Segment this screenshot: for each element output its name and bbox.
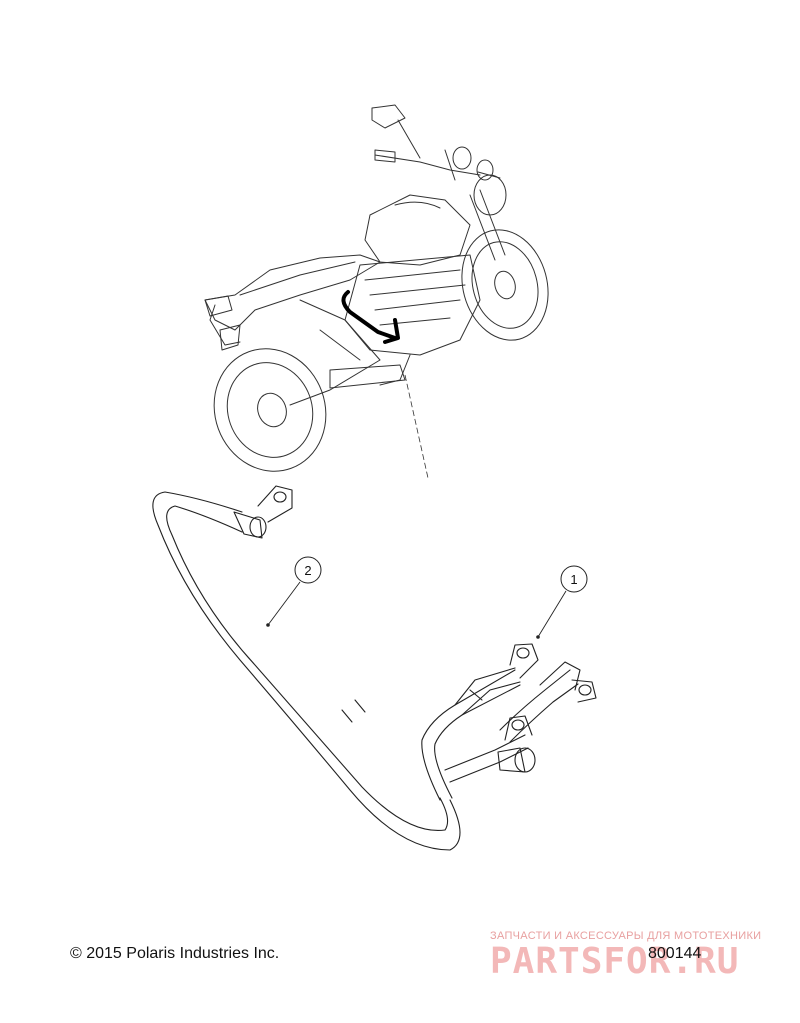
cable-assembly — [152, 485, 597, 851]
harness-on-bike — [341, 290, 400, 344]
watermark-tagline: ЗАПЧАСТИ И АКСЕССУАРЫ ДЛЯ МОТОТЕХНИКИ — [490, 930, 762, 942]
callout-1: 1 — [536, 565, 588, 639]
copyright-text: © 2015 Polaris Industries Inc. — [70, 945, 280, 962]
motorcycle-illustration — [204, 104, 549, 472]
callout-1-label: 1 — [570, 572, 577, 587]
watermark-brand: PARTSFOR.RU — [490, 941, 740, 982]
figure-number: 800144 — [648, 945, 702, 962]
callout-2-label: 2 — [304, 563, 311, 578]
callout-2: 2 — [266, 556, 322, 627]
leader-line — [404, 374, 429, 479]
